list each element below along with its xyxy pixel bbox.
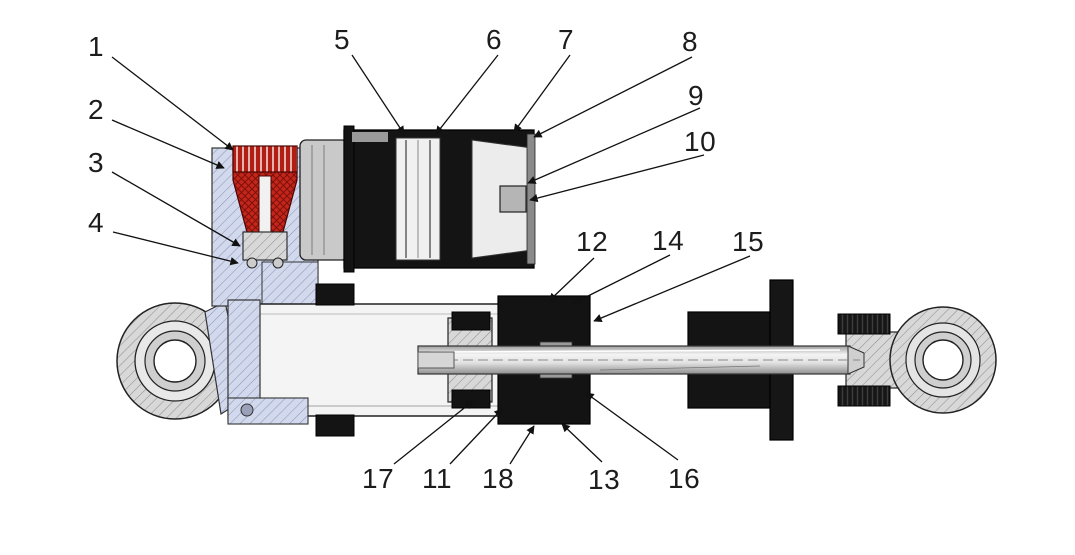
reservoir: [299, 125, 536, 273]
callout-label-2: 2: [88, 94, 105, 125]
callout-label-12: 12: [576, 226, 609, 257]
shaft: [417, 345, 865, 375]
leader-lines: [111, 54, 751, 465]
callout-label-18: 18: [482, 463, 515, 494]
callout-label-15: 15: [732, 226, 765, 257]
callout-label-11: 11: [422, 463, 453, 494]
callout-label-17: 17: [362, 463, 395, 494]
rebound-adjuster: [232, 145, 298, 269]
callout-label-3: 3: [88, 147, 105, 178]
callout-label-6: 6: [486, 24, 503, 55]
callout-label-9: 9: [688, 80, 705, 111]
callout-label-13: 13: [588, 464, 621, 495]
callout-label-4: 4: [88, 207, 105, 238]
callout-label-16: 16: [668, 463, 701, 494]
callout-label-10: 10: [684, 126, 717, 157]
callout-label-5: 5: [334, 24, 351, 55]
callout-label-14: 14: [652, 225, 685, 256]
right-eyelet: [889, 306, 997, 414]
callout-label-1: 1: [88, 31, 105, 62]
callout-label-8: 8: [682, 26, 699, 57]
callout-label-7: 7: [558, 24, 575, 55]
